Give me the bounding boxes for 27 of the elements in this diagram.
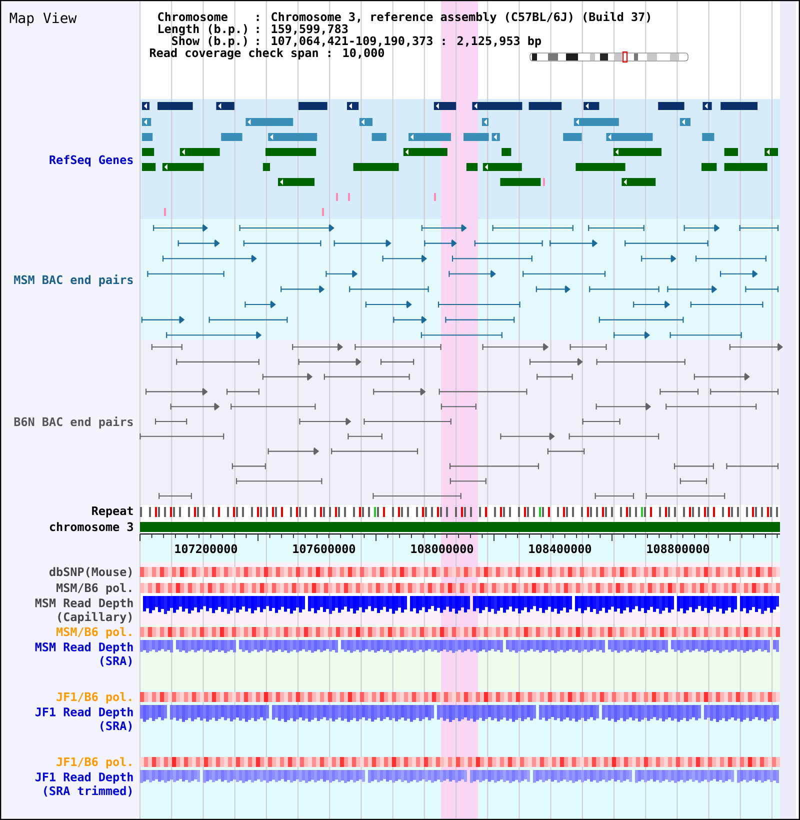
track-label: chromosome 3 [50,522,133,532]
track-label: Repeat [92,506,133,518]
track-label: MSM BAC end pairs [14,274,133,286]
axis-tick-label: 108000000 [411,544,474,554]
track-label: JF1 Read Depth (SRA trimmed) [35,772,133,797]
info-text: : 107,064,421-109,190,373 : 2,125,953 bp [256,36,541,48]
info-text: Chromosome [158,12,228,22]
info-text: Show (b.p.) [172,36,247,48]
track-label: dbSNP(Mouse) [50,567,132,578]
track-label: MSM Read Depth (SRA) [35,642,133,667]
info-text: Read coverage check span : 10,000 [150,48,384,60]
info-text: : Chromosome 3, reference assembly (C57BL/6J) (Build 37) [256,11,650,24]
axis-tick-label: 107600000 [293,544,356,554]
view-title: Map View [10,12,77,26]
info-text: : 159,599,783 [256,24,348,35]
axis-tick-label: 108800000 [647,544,710,554]
info-text: Length (b.p.) [158,24,247,36]
axis-tick-label: 108400000 [529,544,592,554]
track-label: RefSeq Genes [50,155,133,166]
track-label: JF1/B6 pol. [56,757,132,768]
track-label: B6N BAC end pairs [14,416,133,428]
track-label: MSM Read Depth (Capillary) [35,598,133,624]
axis-tick-label: 107200000 [175,544,238,554]
track-label: MSM/B6 pol. [56,627,132,638]
track-label: JF1/B6 pol. [56,692,132,704]
track-label: JF1 Read Depth (SRA) [35,707,133,732]
track-label: MSM/B6 pol. [56,583,132,594]
